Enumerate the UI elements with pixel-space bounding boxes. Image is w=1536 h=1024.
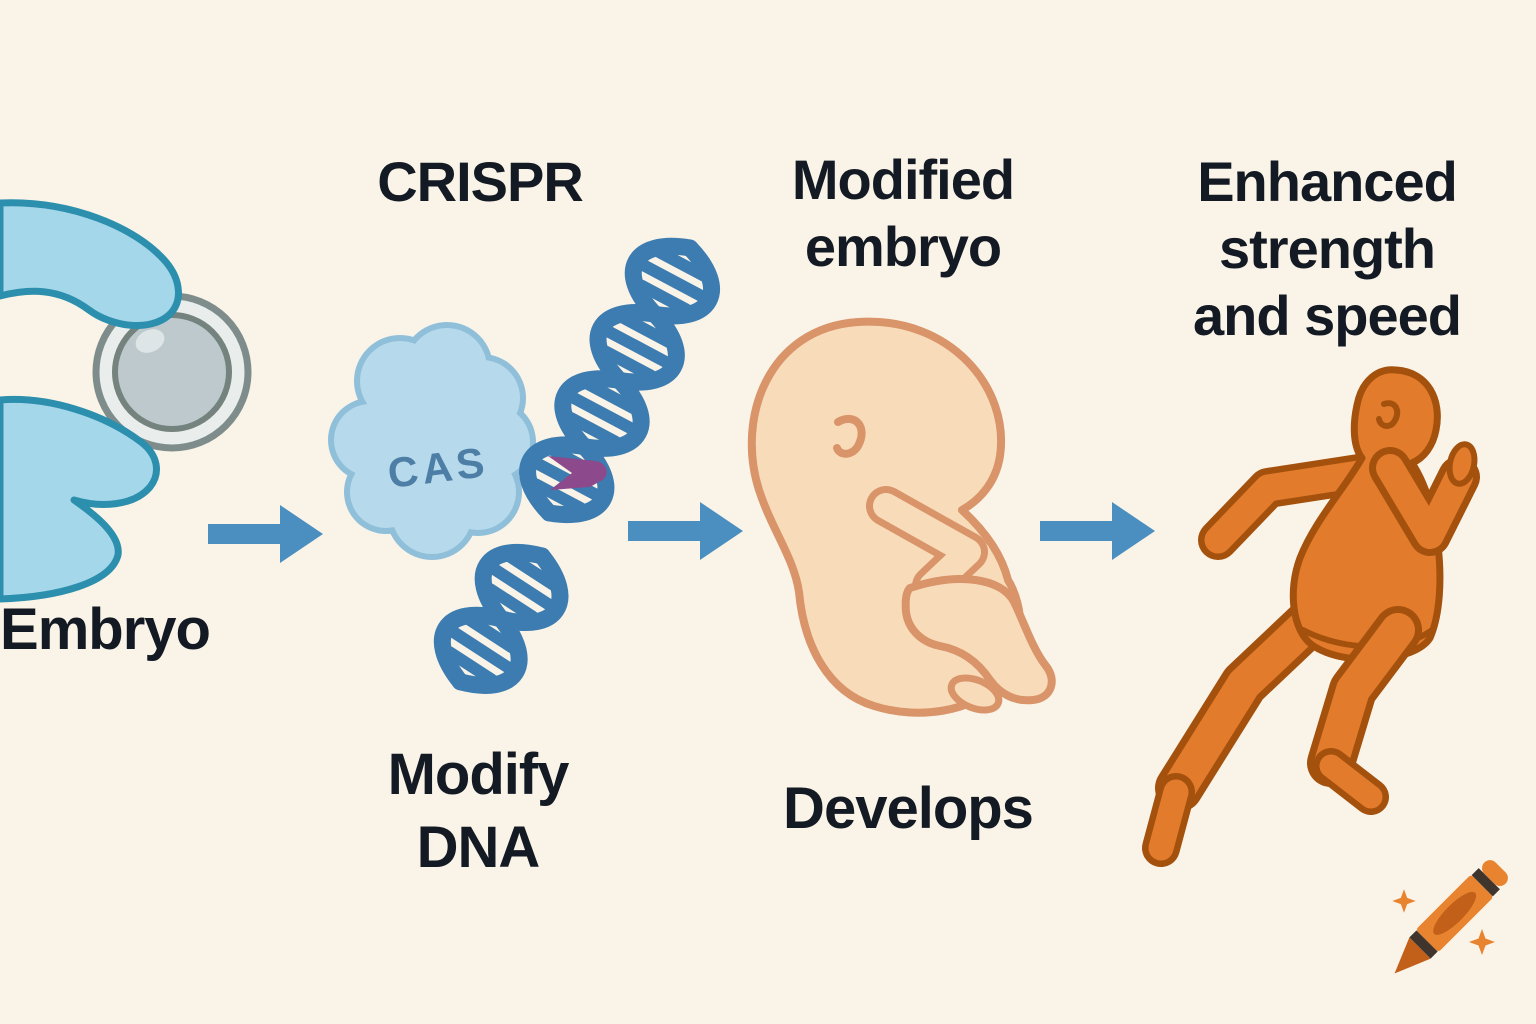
dna-cut-mark-icon — [548, 456, 607, 490]
runner-front-arm — [1369, 447, 1480, 556]
develops-caption: Develops — [783, 776, 1034, 841]
fetus-foot — [947, 674, 1003, 714]
gloved-hand-icon — [0, 199, 182, 603]
runner-ear-icon — [1376, 400, 1401, 429]
runner-hand — [1446, 441, 1478, 487]
sparkle-icon — [1392, 889, 1416, 913]
modified-embryo-title-line2: embryo — [804, 215, 1002, 278]
dna-helix-with-cas-icon — [328, 229, 726, 705]
gloved-hand-holding-embryo-icon — [0, 199, 252, 603]
runner-rear-arm — [1198, 452, 1392, 560]
crayon-with-sparkles-icon — [1392, 860, 1508, 974]
crayon-icon — [1394, 860, 1508, 974]
flow-arrow-icon — [628, 502, 743, 560]
crispr-caption: Modify DNA — [387, 738, 570, 884]
running-man-icon — [1142, 366, 1480, 867]
enhanced-title-line1: Enhanced — [1197, 150, 1458, 213]
fetus-ear-icon — [833, 415, 866, 458]
crispr-caption-line1: Modify — [387, 742, 570, 807]
flow-arrow-icon — [1040, 502, 1155, 560]
runner-front-leg — [1307, 606, 1422, 815]
sparkle-icon — [1469, 929, 1495, 955]
enhanced-title-line2: strength — [1219, 217, 1436, 280]
embryo-caption: Embryo — [0, 597, 211, 662]
crispr-caption-line2: DNA — [416, 815, 541, 880]
fetus-arm — [866, 486, 988, 606]
embryo-cell-icon — [92, 292, 252, 452]
crispr-title: CRISPR — [377, 150, 584, 213]
enhanced-title: Enhanced strength and speed — [1193, 148, 1462, 349]
fetus-leg — [901, 575, 1056, 705]
runner-rear-leg — [1142, 592, 1340, 867]
enhanced-title-line3: and speed — [1193, 284, 1462, 347]
flow-arrow-icon — [208, 505, 323, 563]
modified-embryo-title-line1: Modified — [791, 148, 1015, 211]
cas-protein-cloud-icon — [328, 322, 536, 560]
modified-embryo-title: Modified embryo — [791, 146, 1015, 280]
fetus-icon — [747, 317, 1056, 717]
